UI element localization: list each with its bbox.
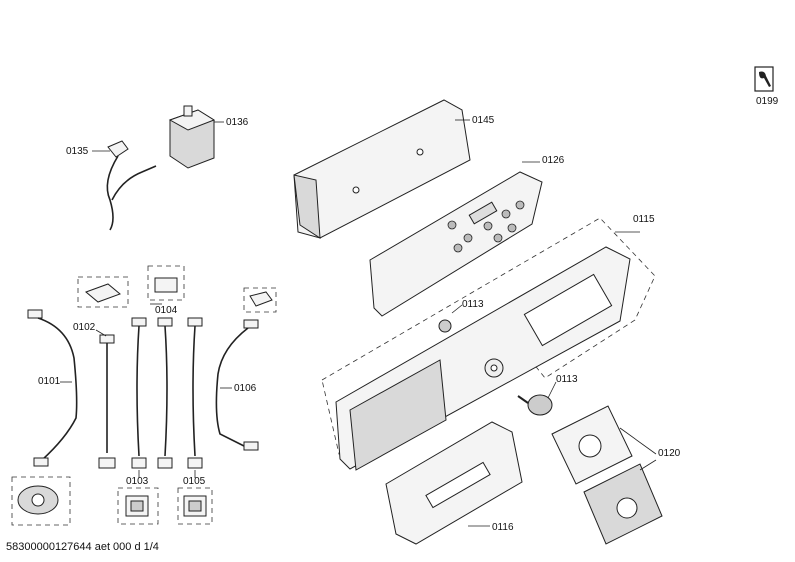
electronic-board [369, 171, 543, 317]
control-panel-fascia [335, 246, 631, 471]
label-0126[interactable]: 0126 [542, 155, 565, 166]
label-0199[interactable]: 0199 [756, 96, 779, 107]
door-lock-bracket [154, 277, 178, 293]
label-0136[interactable]: 0136 [226, 117, 249, 128]
program-knob [517, 394, 553, 416]
label-0101[interactable]: 0101 [38, 376, 61, 387]
label-0103[interactable]: 0103 [126, 476, 149, 487]
cable-harness-0103 [131, 317, 173, 469]
label-0113-top[interactable]: 0113 [462, 299, 484, 310]
motor-unit [17, 485, 59, 515]
cover-panel-rear [583, 463, 663, 545]
label-0115[interactable]: 0115 [633, 214, 655, 225]
label-0104[interactable]: 0104 [155, 305, 178, 316]
document-code: 58300000127644 aet 000 d 1/4 [6, 541, 159, 553]
connector-plug [249, 291, 273, 307]
label-0135[interactable]: 0135 [66, 146, 89, 157]
program-knob-top [438, 319, 452, 333]
label-0106[interactable]: 0106 [234, 383, 257, 394]
ribbon-cable [85, 283, 121, 303]
control-module-housing [293, 99, 471, 239]
cover-panel-front [551, 405, 633, 485]
suppression-filter [168, 105, 216, 169]
cable-harness-0102 [98, 334, 116, 469]
pressure-sensor [125, 495, 149, 517]
label-0120[interactable]: 0120 [658, 448, 681, 459]
cable-harness-0105 [187, 317, 203, 469]
label-0105[interactable]: 0105 [183, 476, 206, 487]
cable-harness-0101 [27, 309, 78, 467]
wrench-icon [754, 66, 774, 92]
label-0116[interactable]: 0116 [492, 522, 514, 533]
power-cord [106, 140, 157, 231]
door-lock-switch [183, 495, 207, 517]
detergent-drawer-handle [385, 421, 523, 545]
cable-harness-0106 [215, 319, 259, 451]
label-0145[interactable]: 0145 [472, 115, 495, 126]
label-0102[interactable]: 0102 [73, 322, 96, 333]
label-0113-right[interactable]: 0113 [556, 374, 578, 385]
